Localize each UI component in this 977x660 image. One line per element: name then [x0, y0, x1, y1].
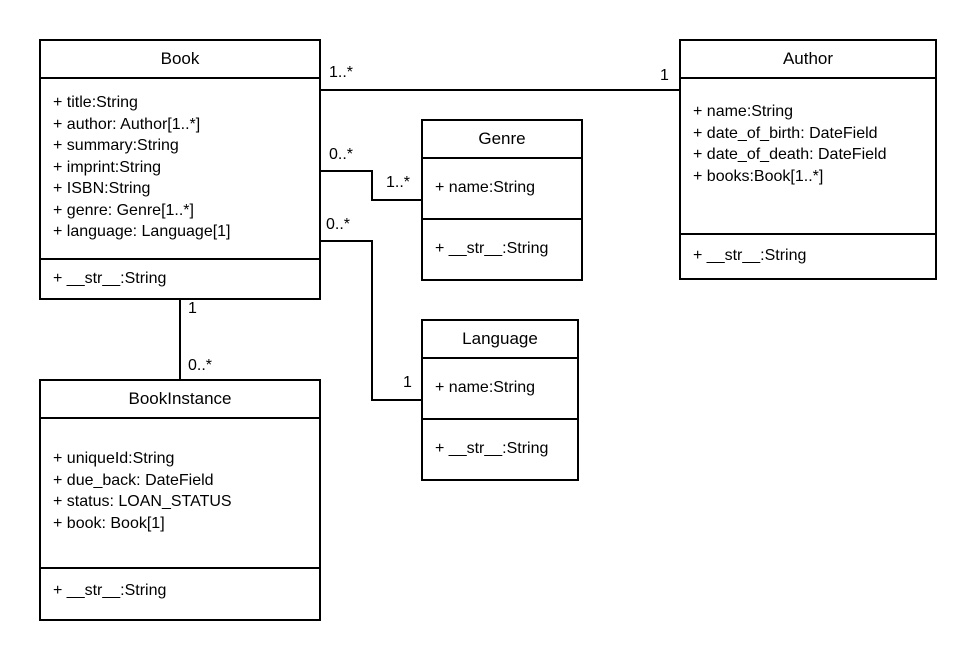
attribute: + name:String [693, 103, 794, 120]
multiplicity-book-genre-book-end: 0..* [329, 146, 354, 163]
class-divider [41, 258, 319, 260]
attribute: + genre: Genre[1..*] [53, 201, 194, 219]
attribute: + uniqueId:String [53, 450, 175, 467]
attribute: + date_of_death: DateField [693, 146, 887, 163]
class-divider [681, 77, 935, 79]
class-name-language: Language [462, 329, 538, 348]
attribute: + due_back: DateField [53, 471, 214, 489]
attribute: + books:Book[1..*] [693, 167, 824, 185]
attribute: + status: LOAN_STATUS [53, 493, 232, 510]
attribute: + summary:String [53, 137, 179, 154]
class-bookinstance[interactable]: BookInstance + uniqueId:String + due_bac… [39, 379, 321, 621]
attribute: + name:String [435, 179, 536, 196]
method: + __str__:String [53, 270, 167, 287]
multiplicity-book-language-book-end: 0..* [326, 216, 351, 233]
multiplicity-book-author-author-end: 1 [660, 67, 669, 84]
class-name-book: Book [160, 49, 200, 68]
class-divider [423, 157, 581, 159]
attribute-list: + name:String [435, 377, 573, 399]
method: + __str__:String [53, 582, 167, 599]
class-genre[interactable]: Genre + name:String + __str__:String [421, 119, 583, 281]
class-divider [423, 418, 577, 420]
method-list: + __str__:String [53, 580, 315, 602]
class-name-author: Author [782, 49, 834, 68]
class-divider [41, 77, 319, 79]
class-name-bookinstance: BookInstance [128, 389, 232, 408]
class-name-genre: Genre [478, 129, 526, 148]
method-list: + __str__:String [693, 245, 931, 267]
class-language[interactable]: Language + name:String + __str__:String [421, 319, 579, 481]
multiplicity-book-author-book-end: 1..* [329, 64, 354, 81]
attribute: + imprint:String [53, 158, 162, 176]
method-list: + __str__:String [435, 238, 577, 260]
multiplicity-book-bookinstance-book-end: 1 [188, 300, 197, 317]
attribute-list: + title:String + author: Author[1..*] + … [53, 92, 315, 243]
method: + __str__:String [693, 247, 807, 264]
class-divider [41, 417, 319, 419]
class-divider [681, 233, 935, 235]
attribute: + ISBN:String [53, 180, 151, 197]
method-list: + __str__:String [435, 438, 573, 460]
attribute-list: + name:String + date_of_birth: DateField… [693, 101, 931, 187]
association-line-book-language [320, 240, 423, 401]
attribute: + language: Language[1] [53, 223, 231, 240]
class-book[interactable]: Book + title:String + author: Author[1..… [39, 39, 321, 300]
attribute-list: + name:String [435, 177, 577, 199]
attribute: + date_of_birth: DateField [693, 124, 878, 142]
class-divider [41, 567, 319, 569]
association-line-book-genre [320, 170, 423, 201]
multiplicity-book-bookinstance-instance-end: 0..* [188, 357, 213, 374]
class-divider [423, 218, 581, 220]
attribute-list: + uniqueId:String + due_back: DateField … [53, 448, 315, 534]
attribute: + book: Book[1] [53, 514, 165, 532]
multiplicity-book-genre-genre-end: 1..* [386, 174, 411, 191]
method-list: + __str__:String [53, 268, 315, 290]
method: + __str__:String [435, 240, 549, 257]
method: + __str__:String [435, 440, 549, 457]
attribute: + author: Author[1..*] [53, 115, 201, 133]
attribute: + name:String [435, 379, 536, 396]
class-author[interactable]: Author + name:String + date_of_birth: Da… [679, 39, 937, 280]
multiplicity-book-language-language-end: 1 [403, 374, 412, 391]
class-divider [423, 357, 577, 359]
attribute: + title:String [53, 94, 138, 111]
